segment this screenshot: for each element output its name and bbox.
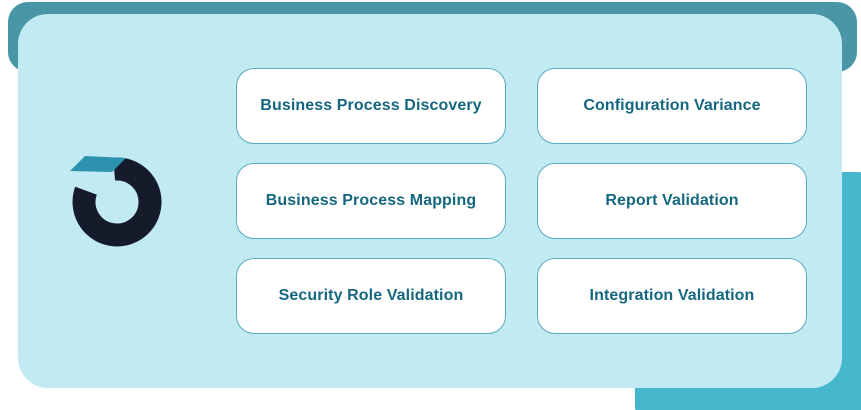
button-configuration-variance[interactable]: Configuration Variance — [537, 68, 807, 144]
button-security-role-validation[interactable]: Security Role Validation — [236, 258, 506, 334]
button-business-process-mapping[interactable]: Business Process Mapping — [236, 163, 506, 239]
button-business-process-discovery[interactable]: Business Process Discovery — [236, 68, 506, 144]
button-integration-validation[interactable]: Integration Validation — [537, 258, 807, 334]
button-report-validation[interactable]: Report Validation — [537, 163, 807, 239]
service-buttons-grid: Business Process Discovery Configuration… — [236, 68, 807, 334]
ring-logo-icon — [70, 156, 162, 247]
